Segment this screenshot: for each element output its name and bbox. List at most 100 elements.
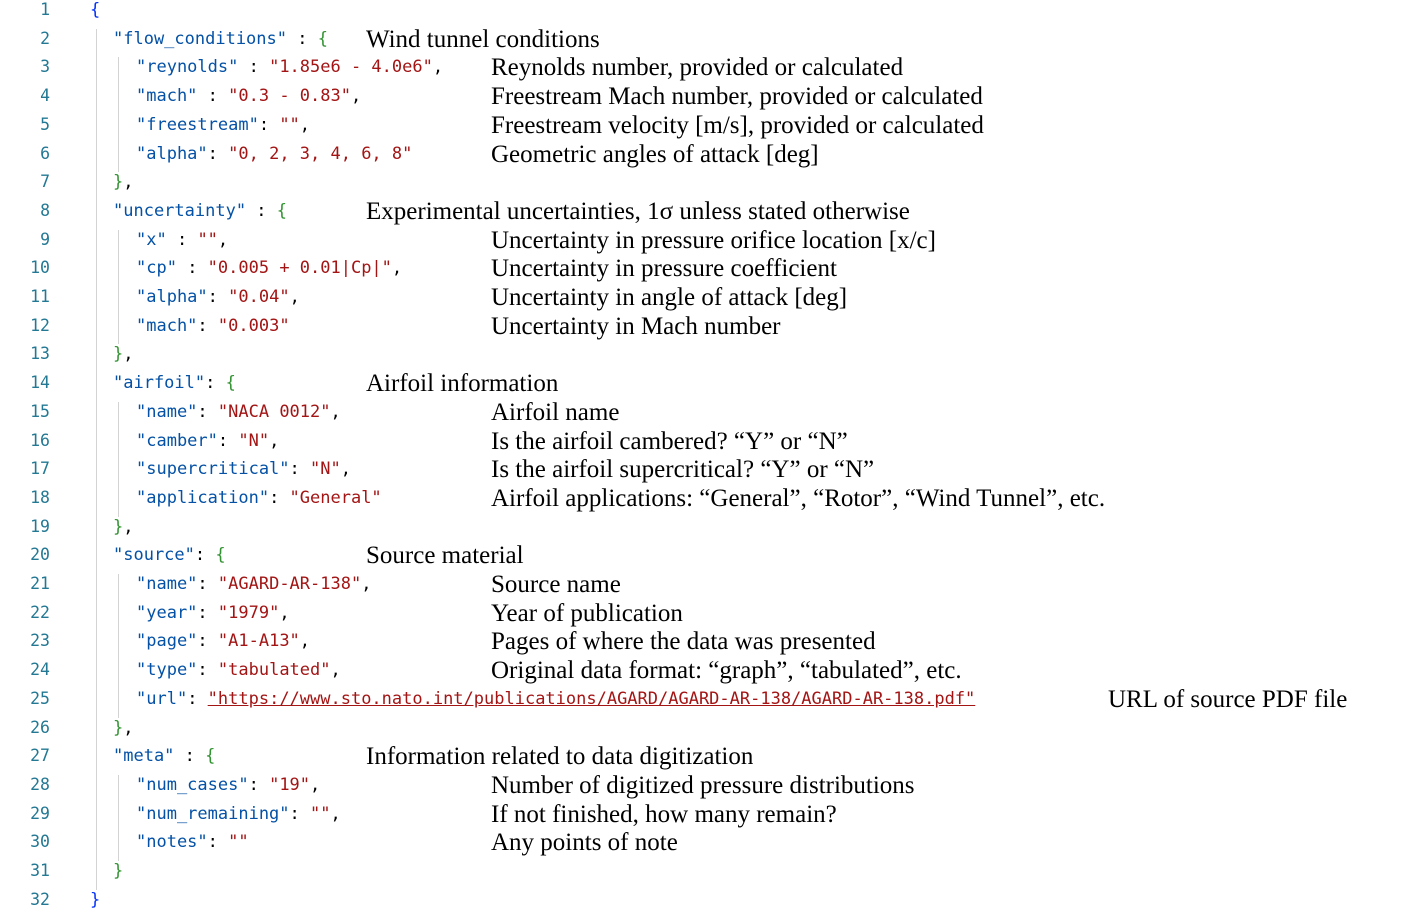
indent-guide [118, 57, 119, 173]
json-string: "N" [310, 459, 341, 480]
line-number: 1 [40, 0, 50, 19]
annotation-text: If not finished, how many remain? [491, 800, 837, 828]
json-punct: : [197, 602, 218, 623]
code-line[interactable]: "url": "https://www.sto.nato.int/publica… [136, 689, 975, 709]
annotation-text: Freestream velocity [m/s], provided or c… [491, 111, 984, 139]
json-key: "mach" [136, 86, 198, 107]
json-key: "supercritical" [136, 459, 290, 480]
annotation-text: Freestream Mach number, provided or calc… [491, 83, 983, 111]
annotation-text: Is the airfoil cambered? “Y” or “N” [491, 427, 848, 455]
json-string: "tabulated" [217, 660, 331, 681]
annotation-text: Airfoil applications: “General”, “Rotor”… [491, 484, 1106, 512]
json-string: "1979" [217, 602, 280, 623]
line-number: 27 [30, 746, 50, 766]
code-line[interactable]: } [113, 861, 123, 881]
json-key: "name" [136, 574, 198, 594]
json-key: "cp" [136, 258, 177, 279]
code-line[interactable]: }, [113, 172, 134, 192]
json-punct: , [330, 401, 341, 422]
code-line[interactable]: "reynolds" : "1.85e6 - 4.0e6", [136, 57, 443, 77]
code-line[interactable]: "supercritical": "N", [136, 459, 351, 479]
json-punct: : [217, 430, 239, 451]
code-line[interactable]: }, [113, 517, 134, 537]
code-line[interactable]: "x" : "", [136, 230, 228, 250]
json-punct: , [330, 660, 341, 681]
json-punct: : [197, 315, 218, 336]
line-number: 30 [30, 832, 50, 852]
json-punct: : [289, 803, 311, 824]
line-number: 25 [30, 688, 50, 708]
code-line[interactable]: "mach" : "0.3 - 0.83", [136, 86, 361, 106]
json-punct: : [289, 459, 311, 480]
json-punct: } [113, 717, 124, 738]
code-line[interactable]: "name": "AGARD-AR-138", [136, 574, 371, 594]
code-line[interactable]: } [90, 890, 100, 910]
indent-guide [118, 774, 119, 861]
annotation-text: Airfoil information [366, 370, 559, 398]
json-punct: , [310, 774, 321, 795]
code-line[interactable]: "year": "1979", [136, 603, 290, 623]
line-number: 23 [30, 631, 50, 651]
code-line[interactable]: "freestream": "", [136, 115, 310, 135]
line-number: 2 [40, 28, 50, 48]
line-number: 10 [30, 258, 50, 278]
annotation-text: Geometric angles of attack [deg] [491, 140, 819, 168]
json-string: "1.85e6 - 4.0e6" [269, 57, 433, 78]
json-string: "0, 2, 3, 4, 6, 8" [228, 143, 413, 164]
line-number: 21 [30, 574, 50, 593]
line-number: 28 [30, 774, 50, 794]
code-line[interactable]: { [90, 0, 100, 20]
line-number: 19 [30, 516, 50, 536]
json-string: "N" [238, 430, 270, 451]
json-key: "year" [136, 602, 198, 623]
code-line[interactable]: "cp" : "0.005 + 0.01|Cp|", [136, 258, 402, 278]
url-link[interactable]: "https://www.sto.nato.int/publications/A… [207, 688, 976, 709]
code-line[interactable]: "flow_conditions" : { [113, 29, 328, 49]
line-number: 16 [30, 430, 50, 450]
code-line[interactable]: "camber": "N", [136, 431, 279, 451]
json-punct: : [197, 631, 218, 652]
line-number: 12 [30, 315, 50, 335]
line-number: 17 [30, 459, 50, 479]
json-key: "meta" [113, 746, 175, 767]
code-line[interactable]: "source": { [113, 545, 226, 565]
json-punct: { [276, 200, 288, 221]
code-line[interactable]: "num_cases": "19", [136, 775, 320, 795]
code-line[interactable]: }, [113, 344, 134, 364]
json-punct: { [225, 373, 236, 394]
json-punct: : [166, 229, 198, 250]
json-punct: , [123, 172, 134, 193]
code-line[interactable]: "alpha": "0.04", [136, 287, 300, 307]
line-number: 15 [30, 401, 50, 421]
code-line[interactable]: "alpha": "0, 2, 3, 4, 6, 8" [136, 144, 412, 164]
json-punct: , [330, 803, 341, 824]
json-punct: : [207, 143, 229, 164]
code-line[interactable]: "mach": "0.003" [136, 316, 290, 336]
json-punct: , [123, 717, 134, 738]
code-line[interactable]: "page": "A1-A13", [136, 631, 310, 651]
annotation-text: Uncertainty in pressure coefficient [491, 255, 837, 283]
json-punct: : [207, 287, 229, 307]
code-line[interactable]: "type": "tabulated", [136, 660, 341, 680]
code-line[interactable]: "uncertainty" : { [113, 201, 287, 221]
annotation-text: URL of source PDF file [1108, 685, 1348, 713]
code-line[interactable]: }, [113, 718, 134, 738]
json-punct: , [123, 344, 134, 365]
code-line[interactable]: "num_remaining": "", [136, 804, 341, 824]
json-key: "x" [136, 229, 167, 250]
annotation-text: Uncertainty in Mach number [491, 312, 781, 340]
code-line[interactable]: "application": "General" [136, 488, 382, 508]
code-line[interactable]: "notes": "" [136, 832, 249, 852]
json-punct: : [269, 487, 290, 508]
json-key: "flow_conditions" [113, 28, 287, 49]
code-line[interactable]: "name": "NACA 0012", [136, 402, 341, 422]
json-key: "num_remaining" [136, 803, 290, 824]
code-line[interactable]: "airfoil": { [113, 373, 236, 393]
json-string: "" [228, 832, 249, 853]
annotation-text: Uncertainty in angle of attack [deg] [491, 284, 848, 311]
indent-guide [118, 401, 119, 517]
code-line[interactable]: "meta" : { [113, 746, 215, 766]
json-key: "airfoil" [113, 373, 206, 394]
line-number: 22 [30, 602, 50, 622]
